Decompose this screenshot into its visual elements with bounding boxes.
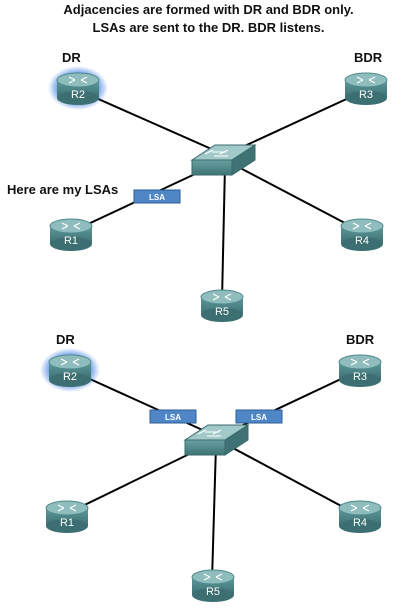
link-r5-switch <box>221 164 226 301</box>
link-r2-switch <box>77 89 226 156</box>
bottom-router-r5: R5 <box>191 569 235 602</box>
router-label: R4 <box>353 517 367 529</box>
bottom-router-r3: R3 <box>338 354 382 387</box>
router-label: R2 <box>63 371 77 383</box>
router-label: R3 <box>359 89 373 101</box>
top-lsa-packet: LSA <box>133 189 181 204</box>
top-router-r3: R3 <box>344 72 388 105</box>
link-r5-switch-bottom <box>211 444 217 581</box>
bottom-lsa-left-label: LSA <box>165 413 181 422</box>
top-dr-label: DR <box>62 50 81 65</box>
top-links <box>70 89 367 301</box>
router-label: R1 <box>60 517 74 529</box>
top-router-r4: R4 <box>340 218 384 251</box>
bottom-dr-label: DR <box>56 332 75 347</box>
link-r3-switch <box>224 89 367 156</box>
top-lsa-label: LSA <box>149 193 165 202</box>
bottom-switch-icon <box>183 424 250 456</box>
top-bdr-label: BDR <box>354 50 383 65</box>
link-r4-switch-bottom <box>217 439 359 516</box>
caption-line-2: LSAs are sent to the DR. BDR listens. <box>92 20 325 35</box>
bottom-bdr-label: BDR <box>346 332 375 347</box>
lsa-note: Here are my LSAs <box>7 182 119 197</box>
bottom-lsa-right-label: LSA <box>251 413 267 422</box>
top-router-r1: R1 <box>49 218 93 251</box>
top-router-r5: R5 <box>200 289 244 322</box>
router-label: R4 <box>355 235 369 247</box>
router-label: R2 <box>71 89 85 101</box>
bottom-lsa-packet-left: LSA <box>149 409 197 424</box>
bottom-router-r2: R2 <box>40 348 100 392</box>
bottom-links <box>63 369 361 581</box>
bottom-lsa-packet-right: LSA <box>235 409 283 424</box>
router-label: R3 <box>353 371 367 383</box>
caption-line-1: Adjacencies are formed with DR and BDR o… <box>63 2 354 17</box>
router-label: R5 <box>206 586 220 598</box>
bottom-router-r4: R4 <box>338 500 382 533</box>
router-label: R5 <box>215 306 229 318</box>
bottom-router-r1: R1 <box>45 500 89 533</box>
router-label: R1 <box>64 235 78 247</box>
top-router-r2: R2 <box>48 66 108 110</box>
top-switch-icon <box>190 144 257 176</box>
link-r4-switch <box>224 159 363 233</box>
